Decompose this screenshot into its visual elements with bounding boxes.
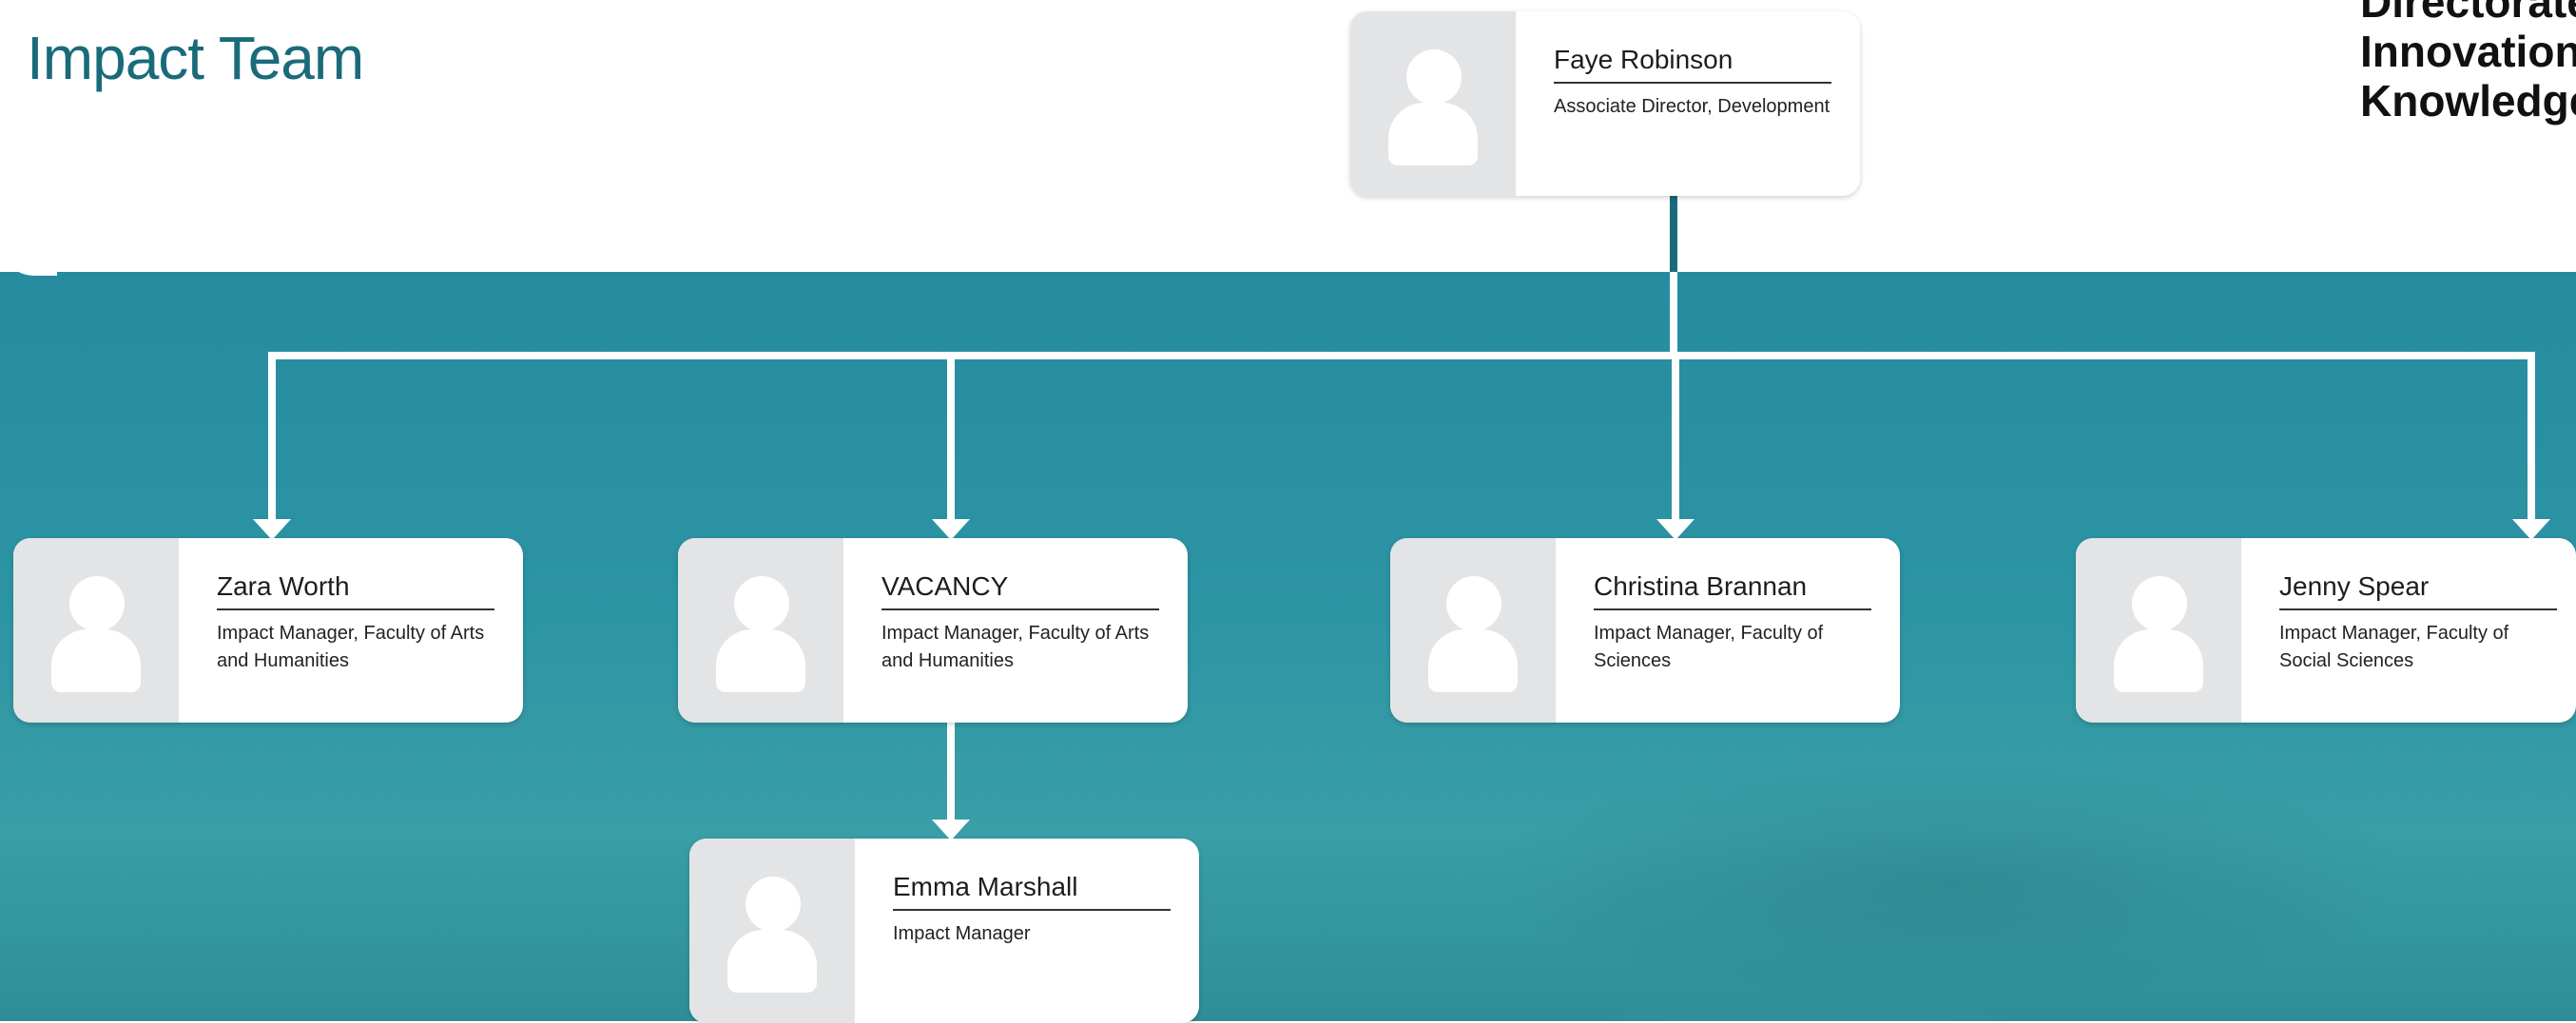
arrowhead-zara xyxy=(253,519,291,540)
person-icon-head xyxy=(69,576,125,631)
avatar-placeholder xyxy=(689,839,868,1023)
arrowhead-emma xyxy=(932,820,970,840)
person-role: Impact Manager, Faculty of Arts and Huma… xyxy=(217,623,485,671)
brand-line-2: Innovation and xyxy=(2360,27,2576,76)
card-info: Jenny Spear Impact Manager, Faculty of S… xyxy=(2279,570,2557,675)
person-icon-body xyxy=(1388,103,1478,165)
org-card-emma-marshall: Emma Marshall Impact Manager xyxy=(689,839,1199,1023)
person-icon-body xyxy=(716,629,805,692)
org-card-vacancy: VACANCY Impact Manager, Faculty of Arts … xyxy=(678,538,1188,723)
person-name: Christina Brannan xyxy=(1594,570,1871,610)
person-name: Emma Marshall xyxy=(893,871,1171,911)
person-role: Impact Manager, Faculty of Social Scienc… xyxy=(2279,623,2509,671)
person-icon-head xyxy=(2132,576,2187,631)
person-icon-head xyxy=(746,877,801,932)
person-icon-head xyxy=(1406,49,1462,105)
person-role: Associate Director, Development xyxy=(1554,96,1830,117)
org-card-zara-worth: Zara Worth Impact Manager, Faculty of Ar… xyxy=(13,538,523,723)
card-info: VACANCY Impact Manager, Faculty of Arts … xyxy=(881,570,1159,675)
org-card-jenny-spear: Jenny Spear Impact Manager, Faculty of S… xyxy=(2076,538,2576,723)
brand-line-3: Knowledge xyxy=(2360,76,2576,125)
avatar-placeholder xyxy=(678,538,857,723)
person-name: Faye Robinson xyxy=(1554,44,1831,84)
person-icon-body xyxy=(1428,629,1518,692)
arrowhead-christina xyxy=(1656,519,1695,540)
person-role: Impact Manager xyxy=(893,923,1031,944)
arrowhead-vacancy xyxy=(932,519,970,540)
person-name: Jenny Spear xyxy=(2279,570,2557,610)
card-info: Christina Brannan Impact Manager, Facult… xyxy=(1594,570,1871,675)
avatar-placeholder xyxy=(13,538,192,723)
avatar-placeholder xyxy=(2076,538,2255,723)
org-card-christina-brannan: Christina Brannan Impact Manager, Facult… xyxy=(1390,538,1900,723)
brand-wordmark: Directorate of Innovation and Knowledge xyxy=(2360,0,2576,125)
person-role: Impact Manager, Faculty of Sciences xyxy=(1594,623,1824,671)
person-name: Zara Worth xyxy=(217,570,494,610)
card-info: Zara Worth Impact Manager, Faculty of Ar… xyxy=(217,570,494,675)
avatar-placeholder xyxy=(1350,11,1529,196)
person-name: VACANCY xyxy=(881,570,1159,610)
person-icon-body xyxy=(2114,629,2203,692)
person-role: Impact Manager, Faculty of Arts and Huma… xyxy=(881,623,1150,671)
person-icon-body xyxy=(727,930,817,993)
org-card-faye-robinson: Faye Robinson Associate Director, Develo… xyxy=(1350,11,1860,196)
page-title: Impact Team xyxy=(27,24,364,92)
arrowhead-jenny xyxy=(2512,519,2550,540)
card-info: Emma Marshall Impact Manager xyxy=(893,871,1171,948)
card-info: Faye Robinson Associate Director, Develo… xyxy=(1554,44,1831,121)
person-icon-body xyxy=(51,629,141,692)
brand-line-1: Directorate of xyxy=(2360,0,2576,27)
person-icon-head xyxy=(1446,576,1501,631)
avatar-placeholder xyxy=(1390,538,1569,723)
person-icon-head xyxy=(734,576,789,631)
